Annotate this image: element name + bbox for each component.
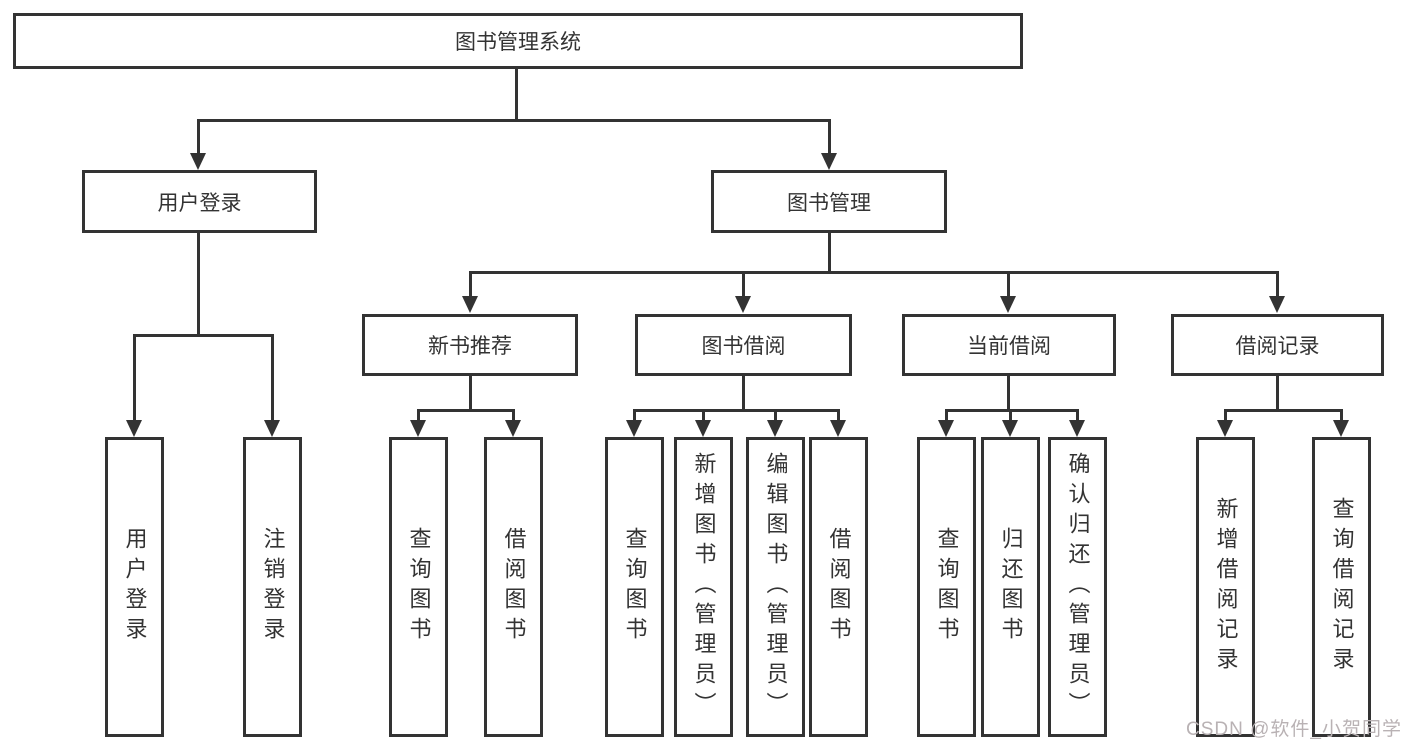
watermark-text: CSDN @软件_小贺同学 [1186, 719, 1402, 740]
node-current-borrow: 当前借阅 [902, 314, 1116, 376]
arrowhead-new-rec-c1 [410, 420, 426, 437]
leaf-user-login: 用户登录 [105, 437, 164, 737]
connector-book-borrow-c1-stem [633, 409, 636, 422]
connector-book-borrow-span [633, 409, 840, 412]
connector-root-drop [515, 68, 518, 122]
connector-user-login-span [133, 334, 274, 337]
arrowhead-current-c3 [1069, 420, 1085, 437]
connector-record-c1-stem [1224, 409, 1227, 422]
connector-current-c2-stem [1009, 409, 1012, 422]
arrowhead-user-login [190, 153, 206, 170]
connector-new-rec-stem [469, 271, 472, 297]
leaf-record-add-record: 新增借阅记录 [1196, 437, 1255, 737]
leaf-current-confirm-return-admin: 确认归还（管理员） [1048, 437, 1107, 737]
node-book-borrow: 图书借阅 [635, 314, 852, 376]
leaf-borrow-borrow-book: 借阅图书 [809, 437, 868, 737]
leaf-borrow-add-book-admin: 新增图书（管理员） [674, 437, 733, 737]
connector-new-rec-c1-stem [417, 409, 420, 422]
arrowhead-new-rec-c2 [505, 420, 521, 437]
connector-current-borrow-stem [1007, 271, 1010, 297]
arrowhead-current-c2 [1002, 420, 1018, 437]
node-book-mgmt: 图书管理 [711, 170, 947, 233]
arrowhead-book-borrow-c2 [695, 420, 711, 437]
connector-book-mgmt-stem [828, 119, 831, 155]
connector-book-borrow-drop [742, 376, 745, 412]
connector-book-mgmt-drop [828, 233, 831, 274]
node-new-book-recommend: 新书推荐 [362, 314, 578, 376]
leaf-current-query-book: 查询图书 [917, 437, 976, 737]
connector-record-c2-stem [1340, 409, 1343, 422]
arrowhead-record-c2 [1333, 420, 1349, 437]
arrowhead-borrow-record [1269, 296, 1285, 313]
arrowhead-book-borrow-c1 [626, 420, 642, 437]
arrowhead-book-borrow-c3 [767, 420, 783, 437]
connector-root-span [197, 119, 831, 122]
leaf-new-rec-borrow-book: 借阅图书 [484, 437, 543, 737]
connector-user-login-drop [197, 233, 200, 336]
node-borrow-record: 借阅记录 [1171, 314, 1384, 376]
connector-current-borrow-drop [1007, 376, 1010, 412]
connector-new-rec-drop [469, 376, 472, 412]
leaf-logout: 注销登录 [243, 437, 302, 737]
node-root: 图书管理系统 [13, 13, 1023, 69]
connector-current-borrow-span [945, 409, 1079, 412]
leaf-record-query-record: 查询借阅记录 [1312, 437, 1371, 737]
connector-borrow-record-span [1224, 409, 1343, 412]
leaf-current-return-book: 归还图书 [981, 437, 1040, 737]
leaf-borrow-edit-book-admin: 编辑图书（管理员） [746, 437, 805, 737]
connector-borrow-record-stem [1276, 271, 1279, 297]
arrowhead-record-c1 [1217, 420, 1233, 437]
connector-leaf-logout-stem [271, 334, 274, 422]
arrowhead-book-borrow [735, 296, 751, 313]
node-user-login: 用户登录 [82, 170, 317, 233]
leaf-borrow-query-book: 查询图书 [605, 437, 664, 737]
connector-user-login-stem [197, 119, 200, 155]
connector-book-borrow-stem [742, 271, 745, 297]
connector-book-borrow-c4-stem [837, 409, 840, 422]
arrowhead-current-borrow [1000, 296, 1016, 313]
arrowhead-book-borrow-c4 [830, 420, 846, 437]
connector-new-rec-span [417, 409, 515, 412]
arrowhead-leaf-logout [264, 420, 280, 437]
connector-borrow-record-drop [1276, 376, 1279, 412]
connector-new-rec-c2-stem [512, 409, 515, 422]
connector-leaf-login-stem [133, 334, 136, 422]
connector-book-borrow-c2-stem [702, 409, 705, 422]
arrowhead-book-mgmt [821, 153, 837, 170]
leaf-new-rec-query-book: 查询图书 [389, 437, 448, 737]
arrowhead-leaf-login [126, 420, 142, 437]
connector-book-mgmt-span [469, 271, 1279, 274]
connector-current-c1-stem [945, 409, 948, 422]
connector-current-c3-stem [1076, 409, 1079, 422]
connector-book-borrow-c3-stem [774, 409, 777, 422]
arrowhead-new-rec [462, 296, 478, 313]
arrowhead-current-c1 [938, 420, 954, 437]
